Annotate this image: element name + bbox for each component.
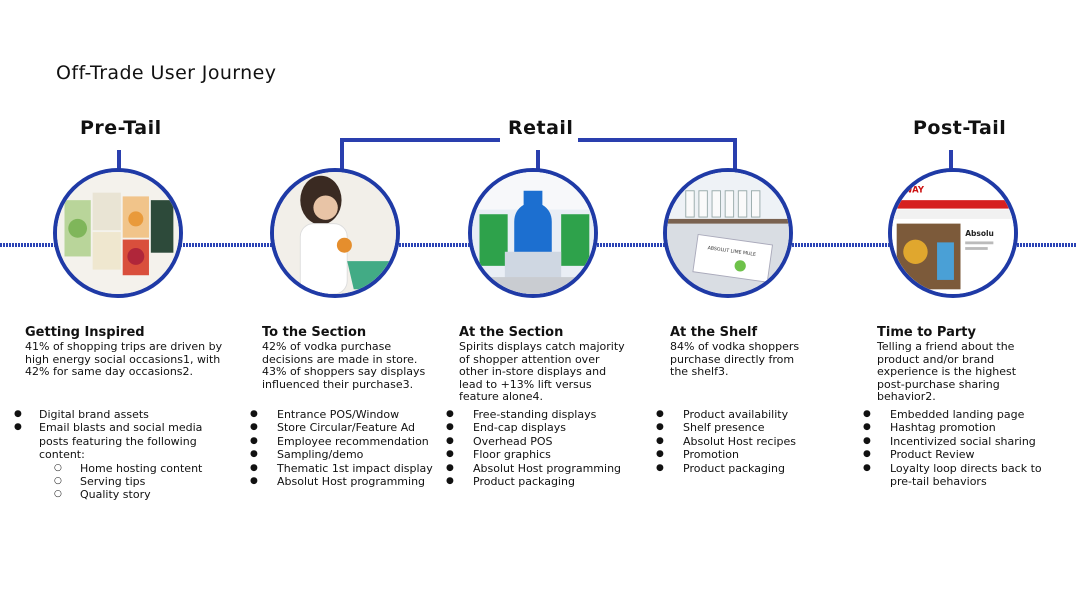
- retail-bracket-center: [536, 150, 540, 170]
- list-item: ●Free-standing displays: [446, 408, 597, 421]
- list-item: ●Loyalty loop directs back to pre-tail b…: [863, 461, 1042, 489]
- retail-bracket-top-right: [578, 138, 737, 142]
- stage-to-the-section: To the Section 42% of vodka purchase dec…: [262, 325, 432, 391]
- stage-at-the-shelf: At the Shelf 84% of vodka shoppers purch…: [670, 325, 805, 379]
- stage-description: 42% of vodka purchase decisions are made…: [262, 340, 426, 391]
- list-item: ●Sampling/demo: [250, 448, 364, 462]
- stage-description: Spirits displays catch majority of shopp…: [459, 340, 625, 403]
- stage-description: 84% of vodka shoppers purchase directly …: [670, 340, 800, 378]
- phase-pre-tail: Pre-Tail: [80, 117, 162, 139]
- list-item: ○Quality story: [54, 488, 151, 502]
- retail-bracket-right: [733, 138, 737, 170]
- pre-tail-connector: [117, 150, 121, 170]
- stage-description: Telling a friend about the product and/o…: [877, 340, 1017, 403]
- list-item: ●Store Circular/Feature Ad: [250, 421, 416, 435]
- stage-heading: At the Shelf: [670, 325, 758, 340]
- list-item: ●Absolut Host programming: [250, 475, 426, 489]
- list-item: ●Embedded landing page: [863, 408, 1025, 421]
- list-item: ●Thematic 1st impact display: [250, 461, 433, 475]
- stage-getting-inspired: Getting Inspired 41% of shopping trips a…: [25, 325, 225, 379]
- at-the-shelf-tactics: ●Product availability ●Shelf presence ●A…: [656, 408, 836, 475]
- stage-description: 41% of shopping trips are driven by high…: [25, 340, 223, 378]
- list-item: ○Serving tips: [54, 475, 146, 489]
- stage-heading: At the Section: [459, 325, 564, 340]
- web-header-text: Absolu: [965, 229, 994, 238]
- list-item: ●Employee recommendation: [250, 434, 429, 448]
- stage-heading: To the Section: [262, 325, 367, 340]
- list-item: ●Product packaging: [446, 475, 575, 489]
- getting-inspired-tactics: ●Digital brand assets ●Email blasts and …: [14, 408, 224, 502]
- at-the-section-tactics: ●Free-standing displays ●End-cap display…: [446, 408, 636, 488]
- list-item: ●Entrance POS/Window: [250, 408, 400, 421]
- list-item: ●Shelf presence: [656, 421, 765, 435]
- list-item: ●Overhead POS: [446, 434, 553, 448]
- list-item: ●Product packaging: [656, 461, 785, 475]
- phase-retail: Retail: [508, 117, 574, 139]
- list-item: ●Product Review: [863, 448, 975, 462]
- page-title: Off-Trade User Journey: [56, 62, 277, 84]
- list-item: ●Product availability: [656, 408, 789, 421]
- to-the-section-tactics: ●Entrance POS/Window ●Store Circular/Fea…: [250, 408, 440, 488]
- stage-heading: Getting Inspired: [25, 325, 145, 340]
- at-the-shelf-image: ABSOLUT LIME MULE: [663, 168, 793, 298]
- list-item: ●Absolut Host programming: [446, 461, 622, 475]
- time-to-party-tactics: ●Embedded landing page ●Hashtag promotio…: [863, 408, 1053, 488]
- list-item: ●End-cap displays: [446, 421, 566, 435]
- retail-bracket-top: [340, 138, 500, 142]
- stage-at-the-section: At the Section Spirits displays catch ma…: [459, 325, 629, 404]
- to-the-section-image: [270, 168, 400, 298]
- list-item: ●Email blasts and social media posts fea…: [14, 421, 203, 462]
- getting-inspired-image: [53, 168, 183, 298]
- list-item: ●Incentivized social sharing: [863, 434, 1036, 448]
- list-item: ●Absolut Host recipes: [656, 434, 796, 448]
- list-item: ●Floor graphics: [446, 448, 551, 462]
- list-item: ○Home hosting content: [54, 461, 203, 475]
- at-the-section-image: [468, 168, 598, 298]
- post-tail-connector: [949, 150, 953, 170]
- stage-heading: Time to Party: [877, 325, 976, 340]
- phase-post-tail: Post-Tail: [913, 117, 1007, 139]
- stage-time-to-party: Time to Party Telling a friend about the…: [877, 325, 1042, 404]
- list-item: ●Hashtag promotion: [863, 421, 996, 435]
- list-item: ●Promotion: [656, 448, 739, 462]
- web-store-text: WAY: [903, 185, 925, 195]
- retail-bracket-left: [340, 138, 344, 170]
- time-to-party-image: WAY Absolu: [888, 168, 1018, 298]
- list-item: ●Digital brand assets: [14, 408, 149, 421]
